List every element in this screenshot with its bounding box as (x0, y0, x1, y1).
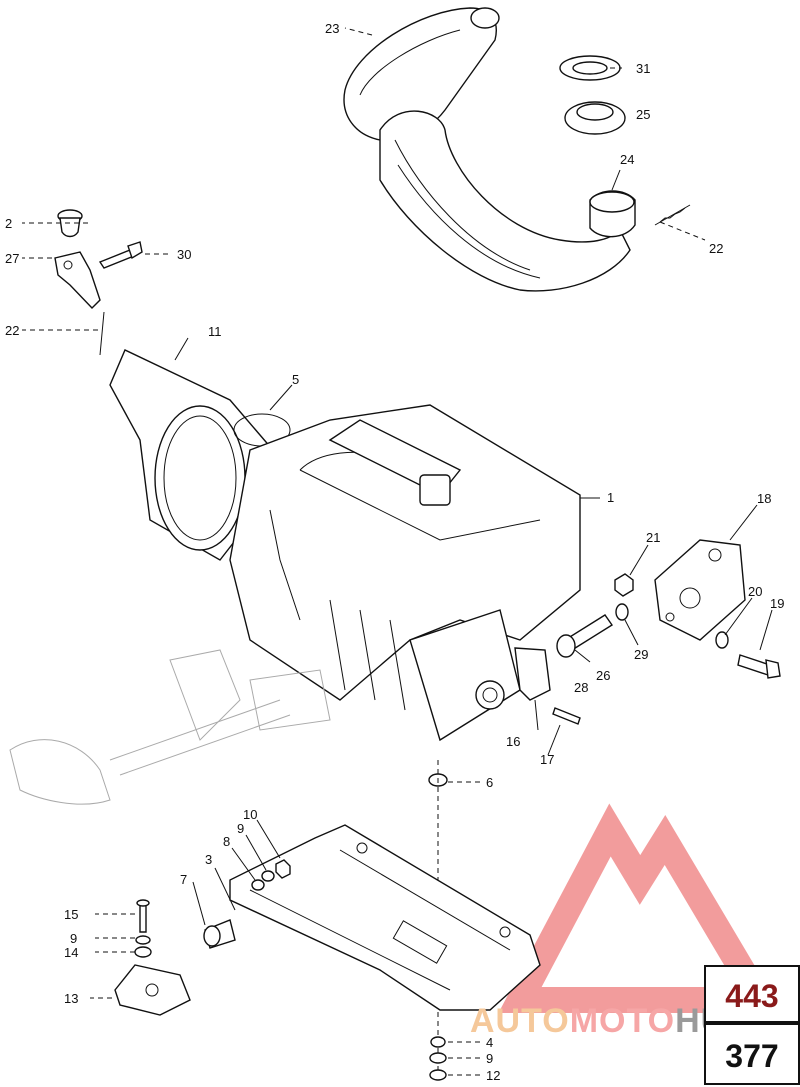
callout-5: 5 (292, 372, 299, 387)
callout-16: 16 (506, 734, 520, 749)
washer-20 (715, 631, 729, 649)
callout-9-bottom: 9 (486, 1051, 493, 1066)
watermark-text: AUTOMOTOHUB (470, 1002, 752, 1041)
callout-3: 3 (205, 852, 212, 867)
callout-1: 1 (607, 490, 614, 505)
callout-30: 30 (177, 247, 191, 262)
spring-left (99, 311, 105, 356)
bolt-17 (552, 707, 581, 725)
page-number-box-top: 443 (704, 965, 800, 1023)
washer-29 (615, 603, 629, 621)
driveline-ghost (9, 649, 331, 805)
spring-right (654, 204, 691, 226)
bracket-16 (514, 647, 551, 701)
bolt-26 (556, 614, 613, 658)
page-number-box-bottom: 377 (704, 1023, 800, 1085)
nut-14 (134, 946, 152, 958)
stud-7 (203, 919, 236, 949)
engine-cradle (229, 824, 541, 1011)
callout-26: 26 (596, 668, 610, 683)
exhaust-muffler (343, 7, 500, 142)
callout-11: 11 (208, 324, 222, 339)
nut-21 (614, 573, 634, 597)
callout-15: 15 (64, 907, 78, 922)
rubber-mount-13 (114, 964, 191, 1016)
callout-29: 29 (634, 647, 648, 662)
washer-stack-8-9-10 (251, 859, 291, 891)
callout-4: 4 (486, 1035, 493, 1050)
callout-12: 12 (486, 1068, 500, 1083)
callout-8: 8 (223, 834, 230, 849)
callout-14: 14 (64, 945, 78, 960)
callout-2: 2 (5, 216, 12, 231)
callout-9-top: 9 (237, 821, 244, 836)
callout-17: 17 (540, 752, 554, 767)
bottom-hardware-4-9-12 (429, 1036, 447, 1081)
callout-6: 6 (486, 775, 493, 790)
engine-block (229, 404, 581, 742)
callout-20: 20 (748, 584, 762, 599)
callout-21: 21 (646, 530, 660, 545)
bolt-30 (98, 241, 143, 269)
callout-25: 25 (636, 107, 650, 122)
watermark-part-1: AUTO (470, 1002, 570, 1040)
watermark-part-2: MOTO (569, 1002, 676, 1040)
callout-22-left: 22 (5, 323, 19, 338)
callout-10: 10 (243, 807, 257, 822)
callout-9-left: 9 (70, 931, 77, 946)
bolt-15 (136, 899, 150, 933)
callout-13: 13 (64, 991, 78, 1006)
gasket-ring (559, 55, 621, 81)
grommet (564, 101, 626, 135)
callout-23: 23 (325, 21, 339, 36)
leader-lines (22, 27, 773, 1076)
callout-22-right: 22 (709, 241, 723, 256)
exhaust-sleeve (589, 190, 636, 238)
bolt-19 (737, 654, 781, 679)
callout-19: 19 (770, 596, 784, 611)
callout-31: 31 (636, 61, 650, 76)
callout-24: 24 (620, 152, 634, 167)
callout-27: 27 (5, 251, 19, 266)
callout-28: 28 (574, 680, 588, 695)
callout-7: 7 (180, 872, 187, 887)
callout-18: 18 (757, 491, 771, 506)
washer-9-left (135, 935, 151, 945)
mount-bracket (54, 251, 101, 310)
engine-mount-plate (654, 539, 746, 641)
